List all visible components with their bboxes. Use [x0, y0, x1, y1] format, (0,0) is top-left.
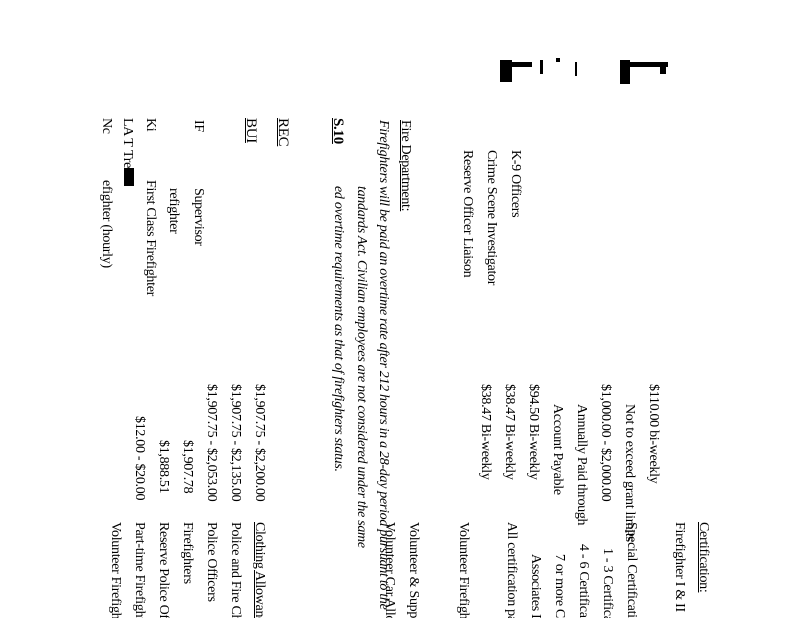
salary-1: $1,907.75 - $2,200.00 [252, 384, 267, 502]
item-crime-scene-investigator: Crime Scene Investigator [484, 150, 499, 286]
fragment-tre: Tre [120, 150, 135, 169]
fragment-nc: Nc [99, 118, 114, 134]
header-ink-smudge [620, 60, 630, 84]
value-bi-weekly-3: $38.47 Bi-weekly [478, 384, 493, 480]
volunteer-support: Volunteer & Support [406, 522, 421, 618]
fire-department-heading: Fire Department: [398, 120, 413, 212]
fire-paragraph-line-3: ed overtime requirements as that of fire… [331, 186, 346, 472]
fragment-ki: Ki [143, 118, 158, 132]
fragment-if: IF [191, 120, 206, 132]
value-annually-paid: Annually Paid through [574, 404, 589, 526]
clothing-volunteer-firefighters: Volunteer Firefighters [108, 522, 123, 618]
volunteer-firefighter: Volunteer Firefighter [456, 522, 471, 618]
special-cert-4: Associates De [528, 554, 543, 618]
item-k9-officers: K-9 Officers [508, 150, 523, 218]
clothing-allowances-heading: Clothing Allowances [252, 522, 267, 618]
salary-3: $1,907.75 - $2,053.00 [204, 384, 219, 502]
clothing-reserve-police: Reserve Police Office [156, 522, 171, 618]
certification-heading: Certification: [696, 522, 711, 593]
header-ink-smudge [500, 60, 512, 82]
value-bi-weekly-2: $38.47 Bi-weekly [502, 384, 517, 480]
volunteer-car-allowance: Volunteer Car Allowa [382, 522, 397, 618]
value-k9-pay: $110.00 bi-weekly [646, 384, 661, 484]
salary-2: $1,907.75 - $2,135.00 [228, 384, 243, 502]
clothing-police-officers: Police Officers [204, 522, 219, 602]
cert-firefighter-i-ii: Firefighter I & II [672, 522, 687, 612]
role-supervisor: Supervisor [191, 188, 206, 246]
value-account-payable: Account Payable [550, 404, 565, 495]
header-ink-smudge [628, 62, 668, 67]
header-ink-smudge [556, 58, 560, 62]
header-ink-smudge [510, 62, 532, 67]
clothing-firefighters: Firefighters [180, 522, 195, 584]
role-part-time-firefighter: efighter (hourly) [99, 180, 114, 268]
header-ink-smudge [540, 60, 543, 74]
header-ink-smudge [660, 62, 666, 74]
item-reserve-officer-liaison: Reserve Officer Liaison [460, 150, 475, 278]
value-bi-weekly-1: $94.50 Bi-weekly [526, 384, 541, 480]
salary-5: $1,888.51 [156, 440, 171, 494]
clothing-police-fire-chiefs: Police and Fire Chiefs [228, 522, 243, 618]
special-cert-2: 4 - 6 Certifica [576, 544, 591, 618]
fragment-bui: BUI [243, 118, 259, 143]
role-first-class-firefighter: First Class Firefighter [143, 180, 158, 296]
value-grant-limits: Not to exceed grant limits [622, 404, 637, 542]
header-ink-smudge [575, 62, 577, 76]
fragment-rec: REC [275, 118, 291, 147]
salary-6: $12.00 - $20.00 [132, 416, 147, 501]
role-firefighter: refighter [166, 188, 181, 234]
special-cert-3: 7 or more Cert [552, 554, 567, 618]
clothing-part-time-firefighters: Part-time Firefighters [132, 522, 147, 618]
value-annual-range: $1,000.00 - $2,000.00 [598, 384, 613, 502]
fire-paragraph-line-2: tandards Act. Civilian employees are not… [354, 186, 369, 548]
special-cert-1: 1 - 3 Certifica [600, 548, 615, 618]
special-certifications-heading: Special Certifications: [624, 522, 639, 618]
fragment-s10: S.10 [330, 118, 346, 144]
all-certification-pay: All certification pay a [504, 522, 519, 618]
scan-mark [124, 168, 134, 186]
fragment-lat: LA T [120, 118, 135, 147]
salary-4: $1,907.78 [180, 440, 195, 494]
